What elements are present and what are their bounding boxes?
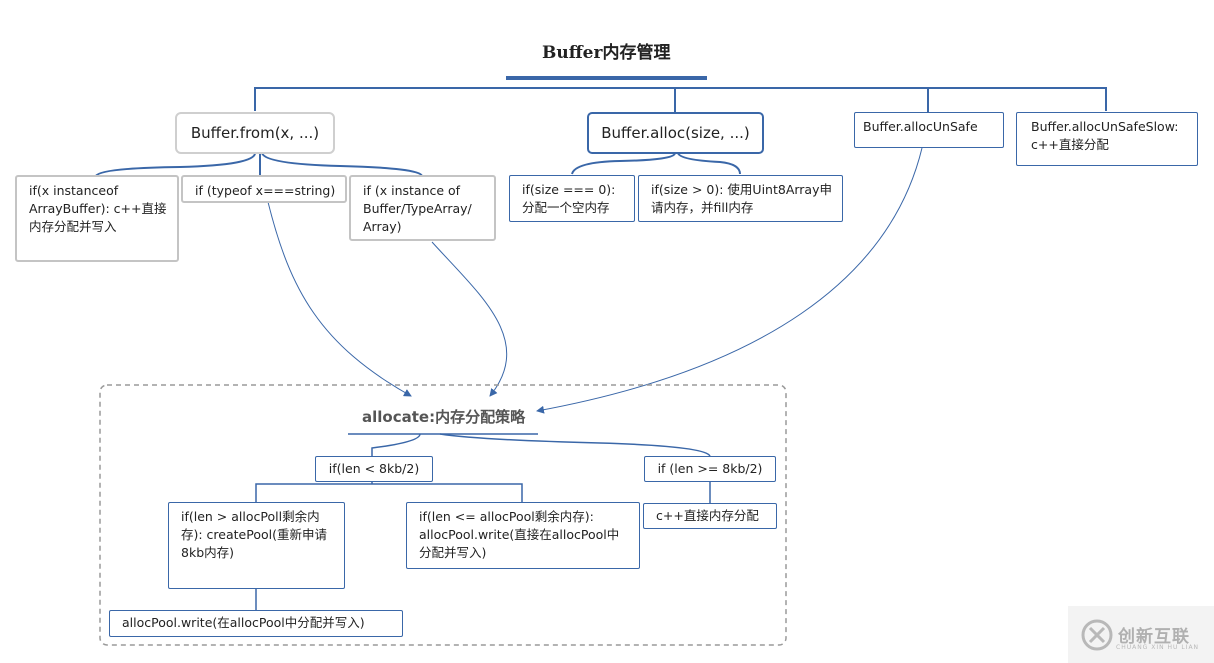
allocate-branch-right bbox=[439, 433, 711, 457]
alloc-branch-left bbox=[571, 152, 676, 175]
node-from-arraybuffer: if(x instanceof ArrayBuffer): c++直接内存分配并… bbox=[15, 175, 179, 262]
small-branch-bracket bbox=[255, 483, 523, 502]
node-buffer-alloc: Buffer.alloc(size, ...) bbox=[587, 112, 764, 154]
node-from-typedarray: if (x instance of Buffer/TypeArray/ Arra… bbox=[349, 175, 496, 241]
node-len-large: if (len >= 8kb/2) bbox=[644, 456, 776, 482]
node-len-small: if(len < 8kb/2) bbox=[315, 456, 433, 482]
from-branch-left bbox=[95, 152, 256, 177]
diagram-title: Buffer内存管理 bbox=[542, 43, 671, 63]
node-alloc-positive: if(size > 0): 使用Uint8Array申请内存，并fill内存 bbox=[638, 175, 843, 222]
watermark-logo-icon bbox=[1081, 619, 1113, 651]
top-bracket bbox=[254, 87, 1107, 111]
arrow-string-to-allocate bbox=[267, 201, 412, 397]
node-buffer-from: Buffer.from(x, ...) bbox=[175, 112, 335, 154]
node-from-string: if (typeof x===string) bbox=[181, 175, 347, 203]
node-buffer-allocunsafeslow: Buffer.allocUnSafeSlow: c++直接分配 bbox=[1016, 112, 1198, 166]
allocate-title: allocate:内存分配策略 bbox=[362, 408, 526, 426]
allocate-container bbox=[99, 384, 787, 646]
node-pool-write-direct: if(len <= allocPool剩余内存): allocPool.writ… bbox=[406, 502, 640, 569]
watermark-subtext: CHUANG XIN HU LIAN bbox=[1116, 644, 1200, 651]
arrow-unsafe-to-allocate bbox=[536, 147, 923, 414]
node-create-pool: if(len > allocPoll剩余内存): createPool(重新申请… bbox=[168, 502, 345, 589]
node-alloc-zero: if(size === 0): 分配一个空内存 bbox=[509, 175, 635, 222]
allocate-branch-left bbox=[371, 433, 421, 456]
node-cpp-alloc: c++直接内存分配 bbox=[643, 503, 777, 529]
node-pool-write: allocPool.write(在allocPool中分配并写入) bbox=[109, 610, 403, 637]
node-buffer-allocunsafe: Buffer.allocUnSafe bbox=[854, 112, 1004, 148]
from-branch-right bbox=[261, 152, 423, 177]
arrow-typed-to-allocate bbox=[431, 241, 508, 397]
alloc-branch-right bbox=[677, 152, 741, 175]
watermark: 创新互联 CHUANG XIN HU LIAN bbox=[1068, 606, 1214, 663]
watermark-text: 创新互联 bbox=[1118, 627, 1190, 647]
